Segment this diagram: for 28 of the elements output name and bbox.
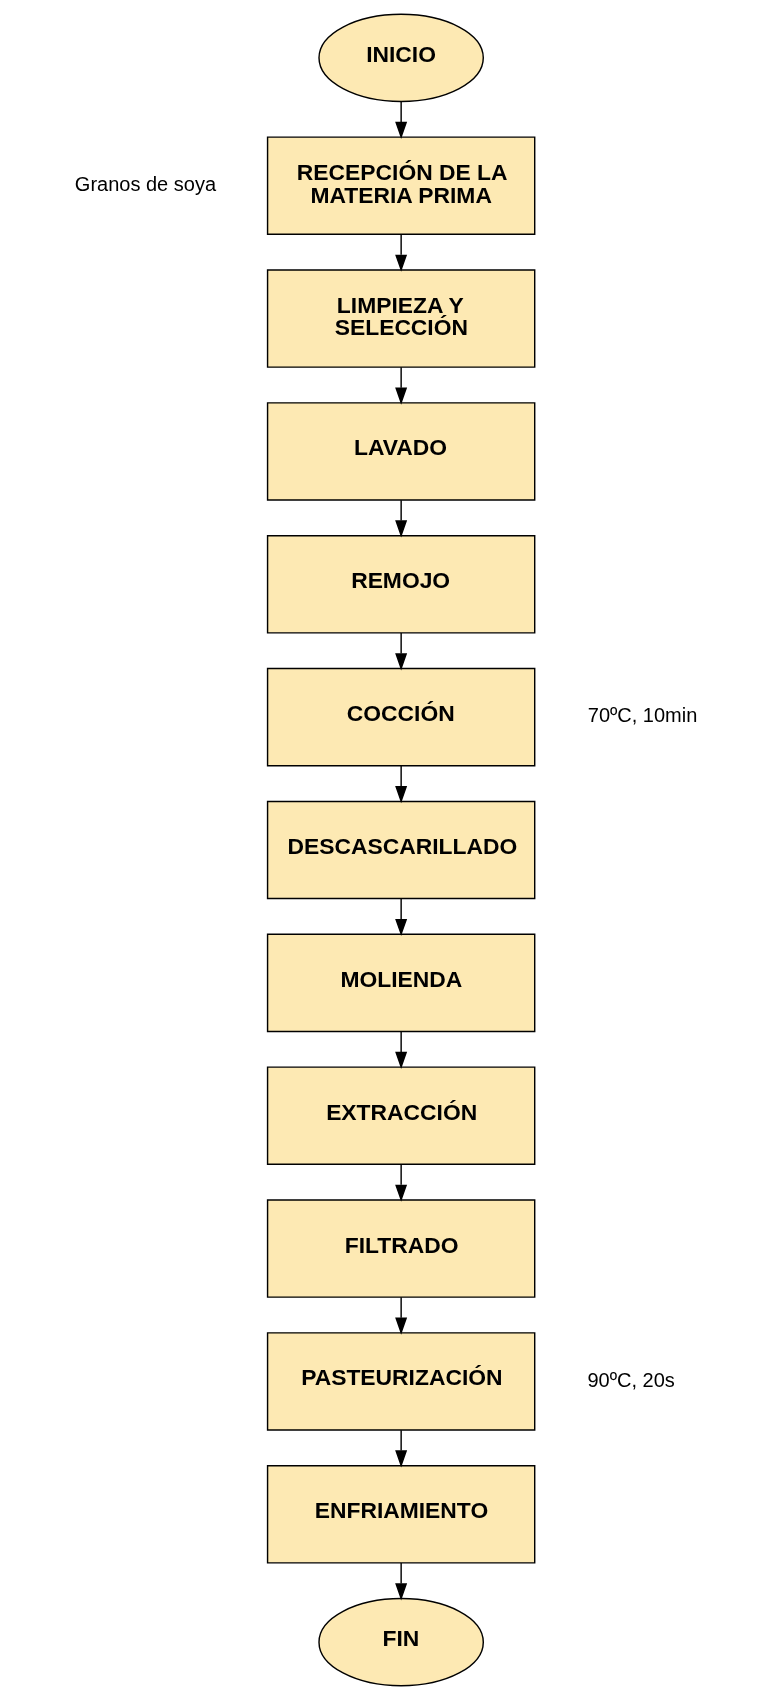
node-ellipse: INICIO [318,13,484,103]
node-box: EXTRACCIÓN [266,1066,536,1165]
node-box: MOLIENDA [266,933,536,1033]
node-box: PASTEURIZACIÓN [266,1332,536,1431]
arrow [395,632,408,671]
arrow [395,1163,408,1202]
node-label: 70ºC, 10min [587,704,698,727]
node-box: RECEPCIÓN DE LA MATERIA PRIMA [266,136,536,235]
arrow [395,100,408,140]
node-label: Granos de soya [74,173,217,195]
arrow [395,233,408,272]
node-box: LAVADO [266,402,536,501]
node-label: 90ºC, 20s [587,1368,675,1391]
node-box: ENFRIAMIENTO [266,1465,536,1564]
node-box: DESCASCARILLADO [266,800,536,900]
node-box: REMOJO [266,535,536,634]
arrow [395,898,408,937]
arrow [395,1562,408,1601]
arrow [395,1429,408,1468]
node-box: LIMPIEZA Y SELECCIÓN [266,269,536,368]
arrow [395,366,408,405]
arrow [395,765,408,804]
node-box: FILTRADO [266,1199,536,1298]
arrow [395,1296,408,1335]
node-box: COCCIÓN [266,667,536,767]
node-ellipse: FIN [318,1597,484,1687]
arrow [395,499,408,538]
arrow [395,1030,408,1069]
